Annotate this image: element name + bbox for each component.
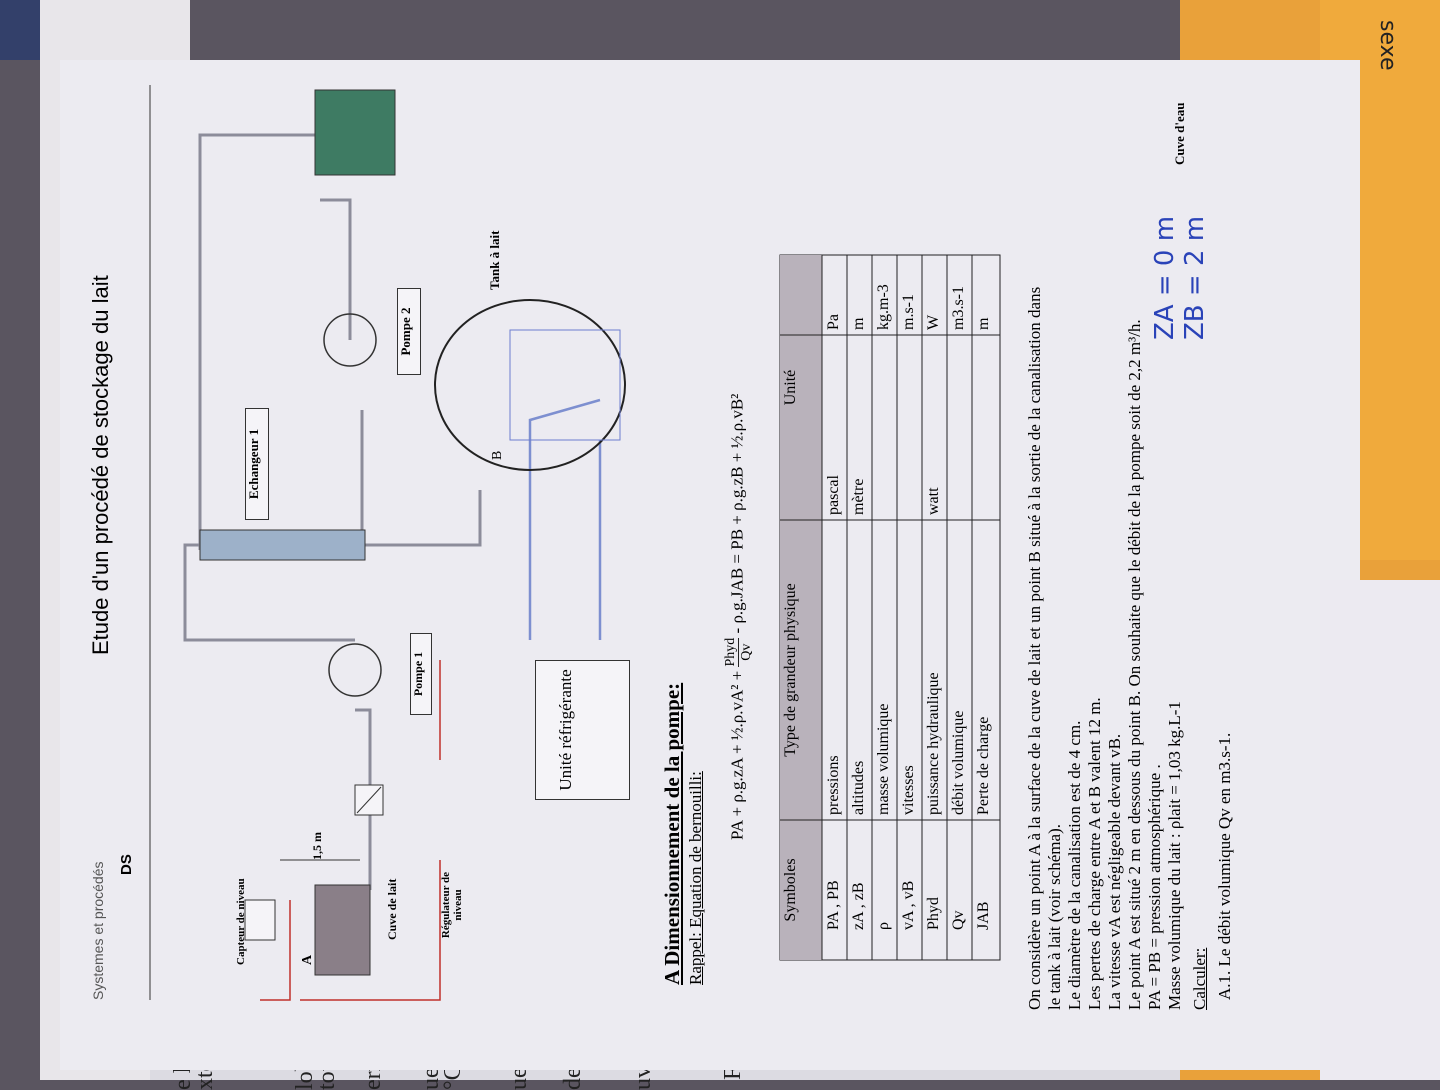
handwritten-zb: ZB = 2 m bbox=[1180, 215, 1210, 340]
tank-label: Tank à lait bbox=[487, 230, 502, 291]
milk-tank bbox=[314, 884, 371, 976]
table-cell: m.s-1 bbox=[900, 294, 917, 330]
table-cell: vitesses bbox=[900, 765, 917, 815]
table-cell: m bbox=[975, 317, 992, 330]
fraction-numerator: Phyd bbox=[723, 637, 739, 667]
table-cell: kg.m-3 bbox=[875, 284, 892, 330]
table-header: Type de grandeur physique bbox=[782, 583, 799, 757]
symbol-table-header bbox=[780, 255, 822, 960]
point-a-label: A bbox=[300, 954, 315, 965]
pipe-water-return bbox=[198, 133, 320, 550]
code-label: DS bbox=[118, 854, 135, 875]
regulator-label: Régulateur de niveau bbox=[440, 871, 464, 939]
pipe-pump-exchanger bbox=[183, 543, 355, 642]
red-sensor-wire bbox=[260, 900, 291, 1001]
statement-line: PA = PB = pression atmosphérique . bbox=[1145, 764, 1164, 1010]
refrigeration-unit: Unité réfrigérante bbox=[535, 660, 630, 800]
calcul-title: Calculer: bbox=[1190, 947, 1209, 1010]
exchanger-label: Echangeur 1 bbox=[245, 408, 269, 520]
pipe-exchanger-tank bbox=[365, 490, 482, 547]
table-cell: m3.s-1 bbox=[950, 286, 967, 330]
paper-sheet-lower bbox=[1320, 580, 1440, 1080]
pump1-circle-icon bbox=[328, 643, 382, 697]
rappel-label: Rappel: Equation de bernouilli: bbox=[686, 771, 705, 985]
height-label: 1,5 m bbox=[310, 832, 324, 860]
pump1-label: Pompe 1 bbox=[410, 633, 432, 715]
table-row: PA , PB pressions pascal Pa bbox=[825, 255, 850, 960]
problem-statement: On considère un point A à la surface de … bbox=[1025, 20, 1185, 1010]
table-cell: watt bbox=[925, 487, 942, 515]
table-cell: vA , vB bbox=[900, 880, 917, 930]
pipe-tank-pump bbox=[355, 708, 372, 890]
statement-line: Le diamètre de la canalisation est de 4 … bbox=[1065, 720, 1084, 1010]
fraction-denominator: Qv bbox=[739, 643, 754, 661]
equation-right: - ρ.g.JAB = PB + ρ.g.zB + ½.ρ.vB² bbox=[727, 393, 747, 634]
pump2-label: Pompe 2 bbox=[397, 288, 421, 375]
statement-line: On considère un point A à la surface de … bbox=[1025, 286, 1044, 1010]
water-tank bbox=[314, 89, 396, 176]
table-row: vA , vB vitesses m.s-1 bbox=[900, 255, 925, 960]
level-sensor bbox=[244, 899, 276, 941]
table-cell: débit volumique bbox=[950, 710, 967, 815]
table-cell: JAB bbox=[975, 901, 992, 930]
table-cell: puissance hydraulique bbox=[925, 672, 942, 815]
statement-line: La vitesse vA est négligeable devant vB. bbox=[1105, 733, 1124, 1010]
table-header: Symboles bbox=[782, 858, 799, 922]
milk-tank-label: Cuve de lait bbox=[385, 878, 399, 940]
point-b-label: B bbox=[490, 450, 505, 460]
level-sensor-label: Capteur de niveau bbox=[235, 878, 247, 965]
cooling-coil bbox=[509, 329, 621, 441]
heat-exchanger bbox=[199, 529, 366, 561]
table-row: Qv débit volumique m3.s-1 bbox=[950, 255, 975, 960]
question-a1: A.1. Le débit volumique Qv en m3.s-1. bbox=[1215, 732, 1234, 1000]
table-cell: masse volumique bbox=[875, 703, 892, 815]
table-row: zA , zB altitudes mètre m bbox=[850, 255, 875, 960]
table-row: ρ masse volumique kg.m-3 bbox=[875, 255, 900, 960]
table-header: Unité bbox=[782, 369, 799, 406]
pump2-circle-icon bbox=[323, 313, 377, 367]
paper-sheet bbox=[60, 60, 1360, 1070]
handwritten-za: ZA = 0 m bbox=[1150, 215, 1180, 340]
table-cell: Pa bbox=[825, 314, 842, 330]
valve-slash bbox=[356, 786, 382, 814]
table-cell: Qv bbox=[950, 910, 967, 930]
table-cell: Phyd bbox=[925, 897, 942, 930]
table-cell: W bbox=[925, 314, 942, 330]
table-cell: PA , PB bbox=[825, 880, 842, 930]
table-cell: Perte de charge bbox=[975, 716, 992, 815]
milk-storage-tank bbox=[434, 299, 626, 471]
pipe-water-supply bbox=[320, 198, 352, 340]
coolant-pipe-1 bbox=[528, 398, 601, 640]
table-cell: pascal bbox=[825, 475, 842, 515]
title-label: Etude d'un procédé de stockage du lait bbox=[88, 275, 113, 655]
statement-line: le tank à lait (voir schéma). bbox=[1045, 824, 1064, 1010]
equation-left: PA + ρ.g.zA + ½.ρ.vA² + bbox=[727, 670, 747, 840]
table-cell: ρ bbox=[875, 922, 892, 930]
course-label: Systemes et procédés bbox=[90, 861, 106, 1000]
statement-line: Masse volumique du lait : ρlait = 1,03 k… bbox=[1165, 701, 1184, 1010]
table-cell: m bbox=[850, 317, 867, 330]
table-row: JAB Perte de charge m bbox=[975, 255, 1000, 960]
statement-line: Les pertes de charge entre A et B valent… bbox=[1085, 697, 1104, 1010]
statement-line: Le point A est situé 2 m en dessous du p… bbox=[1125, 319, 1144, 1010]
table-cell: altitudes bbox=[850, 760, 867, 815]
table-cell: zA , zB bbox=[850, 882, 867, 930]
red-control-wire bbox=[300, 860, 441, 1001]
table-cell: pressions bbox=[825, 755, 842, 815]
table-cell: mètre bbox=[850, 478, 867, 515]
section-a-title: A Dimensionnement de la pompe: bbox=[660, 682, 684, 985]
table-row: Phyd puissance hydraulique watt W bbox=[925, 255, 950, 960]
